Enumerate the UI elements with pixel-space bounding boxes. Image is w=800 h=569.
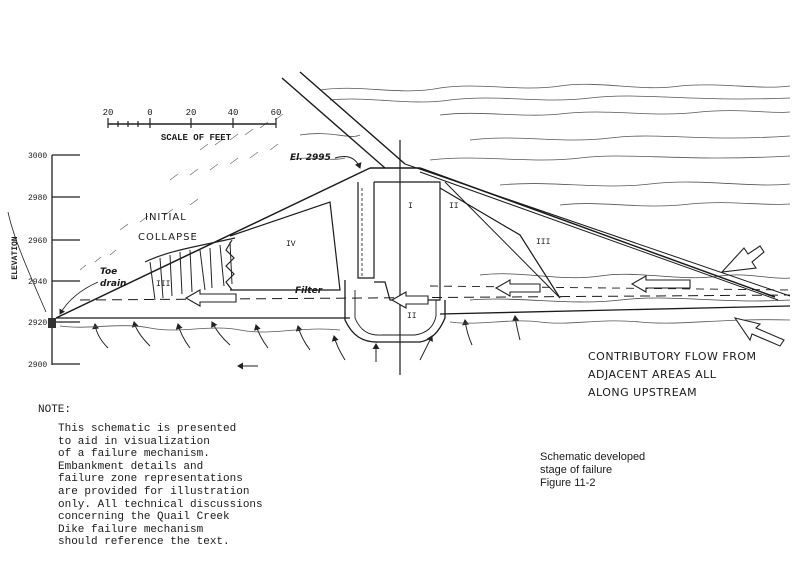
scale-tick-20-left: 20 — [103, 108, 114, 118]
collapse-zone-scribble — [144, 237, 236, 301]
elevation-tick-2920: 2920 — [28, 319, 47, 328]
toe-drain-leader — [59, 281, 99, 315]
zone-ii-label: II — [449, 202, 459, 211]
toe-marker — [48, 318, 56, 328]
foundation-sketch — [59, 319, 791, 333]
note-heading: NOTE: — [38, 404, 72, 416]
elevation-axis-label: ELEVATION — [11, 236, 20, 279]
elevation-tick-2980: 2980 — [28, 194, 47, 203]
zone-iii-right-label: III — [536, 238, 550, 247]
contributory-flow-label-1: CONTRIBUTORY FLOW FROM — [588, 350, 757, 363]
reservoir-water-sketch — [289, 83, 791, 207]
filter-label: Filter — [295, 286, 323, 296]
elevation-tick-2900: 2900 — [28, 361, 47, 370]
elevation-tick-3000: 3000 — [28, 152, 47, 161]
toe-drain-label-1: Toe — [100, 267, 117, 277]
scale-tick-20: 20 — [186, 108, 197, 118]
scale-tick-40: 40 — [228, 108, 239, 118]
figure-caption: Schematic developed stage of failure Fig… — [540, 451, 646, 489]
initial-collapse-label-1: INITIAL — [145, 212, 187, 223]
note-body: This schematic is presented to aid in vi… — [58, 423, 263, 549]
internal-flow-arrows — [184, 245, 785, 347]
seepage-flow-arrows — [92, 315, 521, 370]
toe-drain-label-2: drain — [100, 279, 126, 289]
initial-collapse-label-2: COLLAPSE — [138, 232, 198, 243]
contributory-flow-label-2: ADJACENT AREAS ALL — [588, 368, 717, 381]
elevation-tick-2940: 2940 — [28, 278, 47, 287]
scale-tick-60: 60 — [271, 108, 282, 118]
scale-tick-0: 0 — [147, 108, 152, 118]
contributory-flow-label-3: ALONG UPSTREAM — [588, 386, 697, 399]
crest-elevation-label: El. 2995 — [290, 153, 331, 163]
zone-i-label: I — [408, 202, 413, 211]
upstream-seepage-dashes — [469, 273, 791, 303]
downstream-ground-hatching — [79, 113, 284, 271]
left-edge-arrow — [7, 211, 47, 313]
zone-iv-label: IV — [286, 240, 296, 249]
zone-ii-lower-label: II — [407, 312, 417, 321]
scale-title: SCALE OF FEET — [161, 133, 232, 143]
zone-iii-left-label: III — [156, 280, 170, 289]
zone-boundaries — [229, 140, 561, 375]
elevation-axis: 3000 2980 2960 2940 2920 2900 ELEVATION — [11, 152, 80, 370]
elevation-tick-2960: 2960 — [28, 237, 47, 246]
crest-elevation-leader — [334, 155, 362, 169]
scale-bar: 20 0 20 40 60 SCALE OF FEET — [103, 108, 282, 143]
